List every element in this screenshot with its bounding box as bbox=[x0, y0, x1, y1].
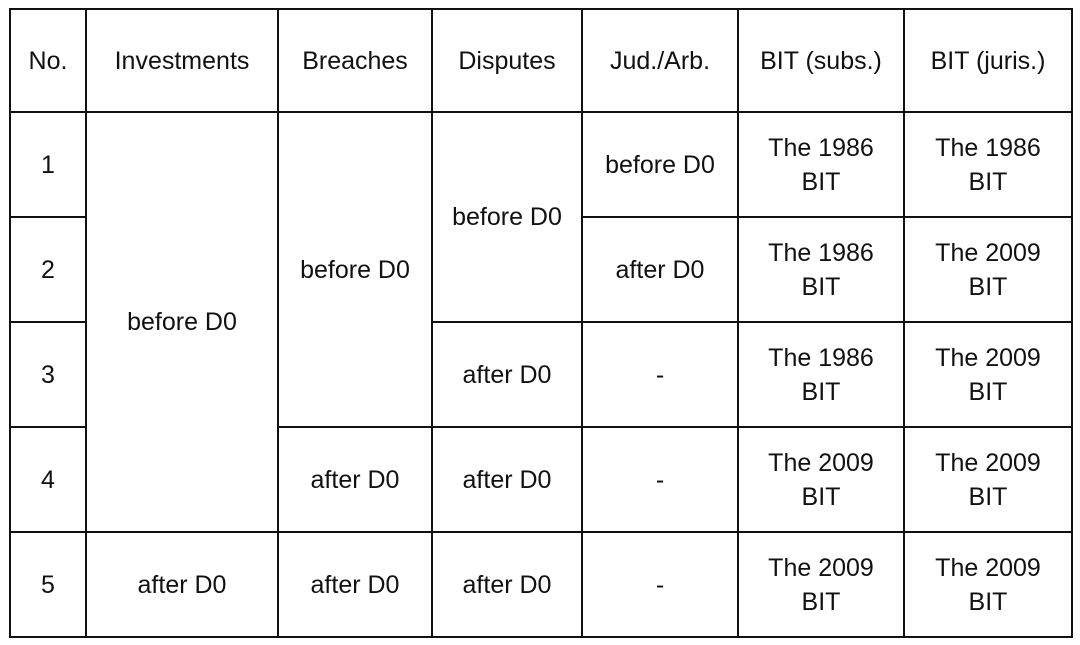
investments-cell: after D0 bbox=[85, 531, 279, 638]
bit-juris-line2: BIT bbox=[968, 377, 1008, 406]
row-number: 4 bbox=[9, 426, 87, 533]
header-bit-subs: BIT (subs.) bbox=[737, 8, 905, 113]
header-investments: Investments bbox=[85, 8, 279, 113]
bit-juris-line2: BIT bbox=[968, 167, 1008, 196]
bit-subs-line2: BIT bbox=[801, 587, 841, 616]
bit-juris-line2: BIT bbox=[968, 587, 1008, 616]
header-breaches: Breaches bbox=[277, 8, 433, 113]
disputes-cell: after D0 bbox=[431, 531, 583, 638]
header-no: No. bbox=[9, 8, 87, 113]
bit-juris-line1: The 2009 bbox=[935, 343, 1041, 372]
bit-subs-line2: BIT bbox=[801, 272, 841, 301]
bit-juris-line2: BIT bbox=[968, 272, 1008, 301]
breaches-cell: after D0 bbox=[277, 426, 433, 533]
bit-juris-line1: The 2009 bbox=[935, 553, 1041, 582]
header-disputes: Disputes bbox=[431, 8, 583, 113]
bit-juris-line1: The 1986 bbox=[935, 133, 1041, 162]
breaches-cell: after D0 bbox=[277, 531, 433, 638]
header-row: No. Investments Breaches Disputes Jud./A… bbox=[9, 8, 1073, 113]
bit-subs-line1: The 2009 bbox=[768, 553, 874, 582]
jud-arb-cell: - bbox=[581, 321, 739, 428]
bit-subs-line2: BIT bbox=[801, 377, 841, 406]
row-number: 3 bbox=[9, 321, 87, 428]
bit-juris-line1: The 2009 bbox=[935, 448, 1041, 477]
investments-cell: before D0 bbox=[85, 111, 279, 533]
disputes-cell: after D0 bbox=[431, 426, 583, 533]
bit-subs-line1: The 1986 bbox=[768, 343, 874, 372]
row-number: 5 bbox=[9, 531, 87, 638]
jud-arb-cell: - bbox=[581, 531, 739, 638]
bit-subs-line2: BIT bbox=[801, 167, 841, 196]
jud-arb-cell: after D0 bbox=[581, 216, 739, 323]
bit-subs-line1: The 2009 bbox=[768, 448, 874, 477]
disputes-cell: after D0 bbox=[431, 321, 583, 428]
table-row: 1 before D0 before D0 before D0 before D… bbox=[9, 111, 1073, 533]
breaches-cell: before D0 bbox=[277, 111, 433, 428]
bit-subs-line2: BIT bbox=[801, 482, 841, 511]
bit-subs-line1: The 1986 bbox=[768, 133, 874, 162]
row-number: 2 bbox=[9, 216, 87, 323]
jud-arb-cell: before D0 bbox=[581, 111, 739, 218]
disputes-cell: before D0 bbox=[431, 111, 583, 323]
bit-applicability-table: No. Investments Breaches Disputes Jud./A… bbox=[9, 8, 1073, 638]
bit-juris-line2: BIT bbox=[968, 482, 1008, 511]
bit-subs-line1: The 1986 bbox=[768, 238, 874, 267]
row-number: 1 bbox=[9, 111, 87, 218]
header-bit-juris: BIT (juris.) bbox=[903, 8, 1073, 113]
jud-arb-cell: - bbox=[581, 426, 739, 533]
bit-juris-line1: The 2009 bbox=[935, 238, 1041, 267]
header-jud-arb: Jud./Arb. bbox=[581, 8, 739, 113]
